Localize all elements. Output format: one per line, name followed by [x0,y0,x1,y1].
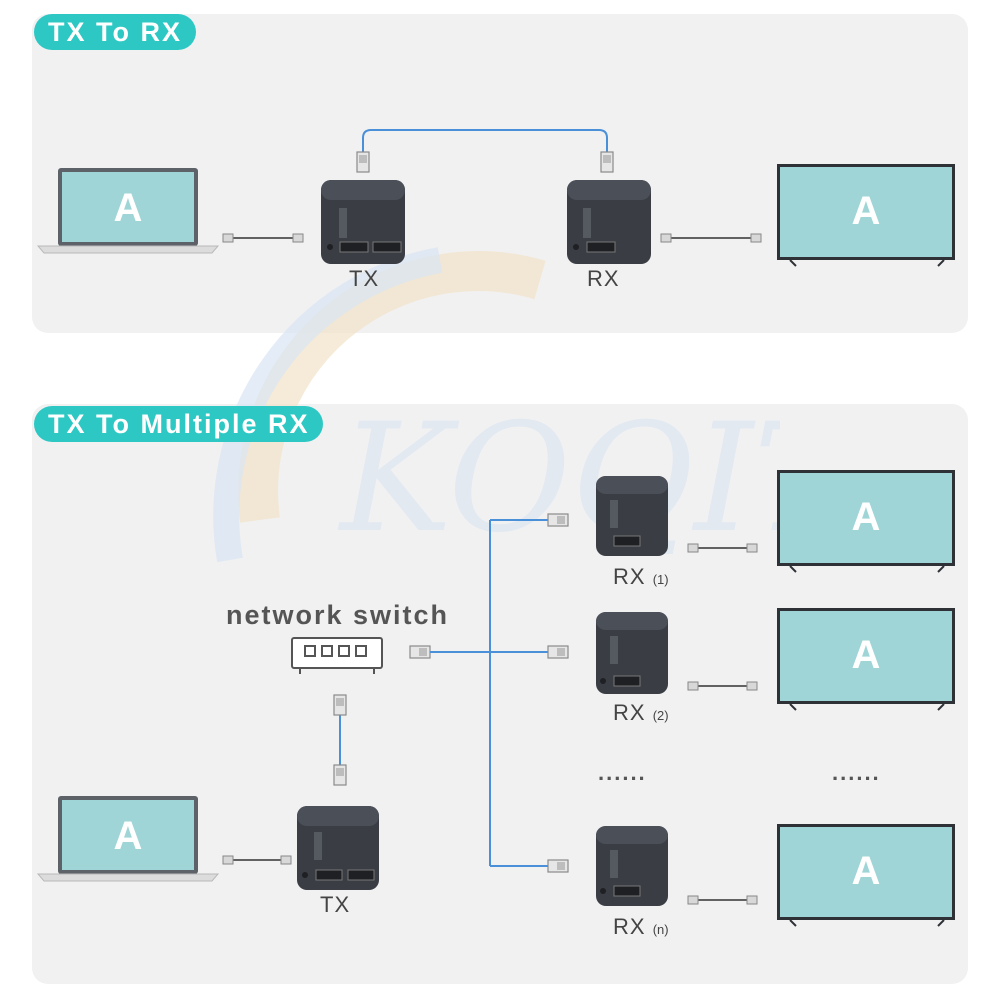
screen-letter: A [113,186,143,230]
hdmi-cable [687,895,758,905]
screen-letter: A [851,189,881,233]
laptop-screen: A [62,800,194,870]
more-receivers-ellipsis: ...... [598,760,647,785]
display-tv-n [777,824,955,927]
display-tv-1 [777,470,955,573]
screen-letter: A [113,814,143,858]
rx-index: (1) [652,572,669,587]
rxn-label: RX (n) [613,914,669,940]
network-cable [333,694,347,786]
tv-screen-n: A [780,827,952,917]
rx-index: (n) [652,922,669,937]
rx-label: RX [613,700,646,725]
screen-letter: A [851,849,881,893]
rx-receiver-1 [596,476,668,556]
source-laptop [36,796,220,882]
rx-label: RX [613,564,646,589]
section-title-tx-to-rx: TX To RX [34,14,196,50]
section-title-tx-to-multiple-rx: TX To Multiple RX [34,406,324,442]
tx-label: TX [349,266,380,291]
tv-screen-2: A [780,611,952,701]
hdmi-cable [687,543,758,553]
rx2-label: RX (2) [613,700,669,726]
rx-label: RX [613,914,646,939]
tv-screen: A [780,167,952,257]
network-switch [291,637,383,674]
rx-receiver-2 [596,612,668,694]
rx-index: (2) [652,708,669,723]
display-tv-2 [777,608,955,711]
tx-transmitter [297,806,379,890]
rx1-label: RX (1) [613,564,669,590]
network-cable [356,129,614,173]
tx-transmitter [321,180,405,264]
screen-letter: A [851,633,881,677]
more-displays-ellipsis: ...... [832,760,881,785]
display-tv [777,164,955,267]
hdmi-cable [222,855,292,865]
hdmi-cable [687,681,758,691]
source-laptop [36,168,220,254]
rx-receiver-n [596,826,668,906]
network-switch-label: network switch [226,600,450,630]
laptop-screen: A [62,172,194,242]
rx-receiver [567,180,651,264]
tv-screen-1: A [780,473,952,563]
hdmi-cable [222,233,304,243]
rx-label: RX [587,266,620,291]
network-cable-tree [409,513,569,873]
tx-label: TX [320,892,351,917]
screen-letter: A [851,495,881,539]
hdmi-cable [660,233,762,243]
